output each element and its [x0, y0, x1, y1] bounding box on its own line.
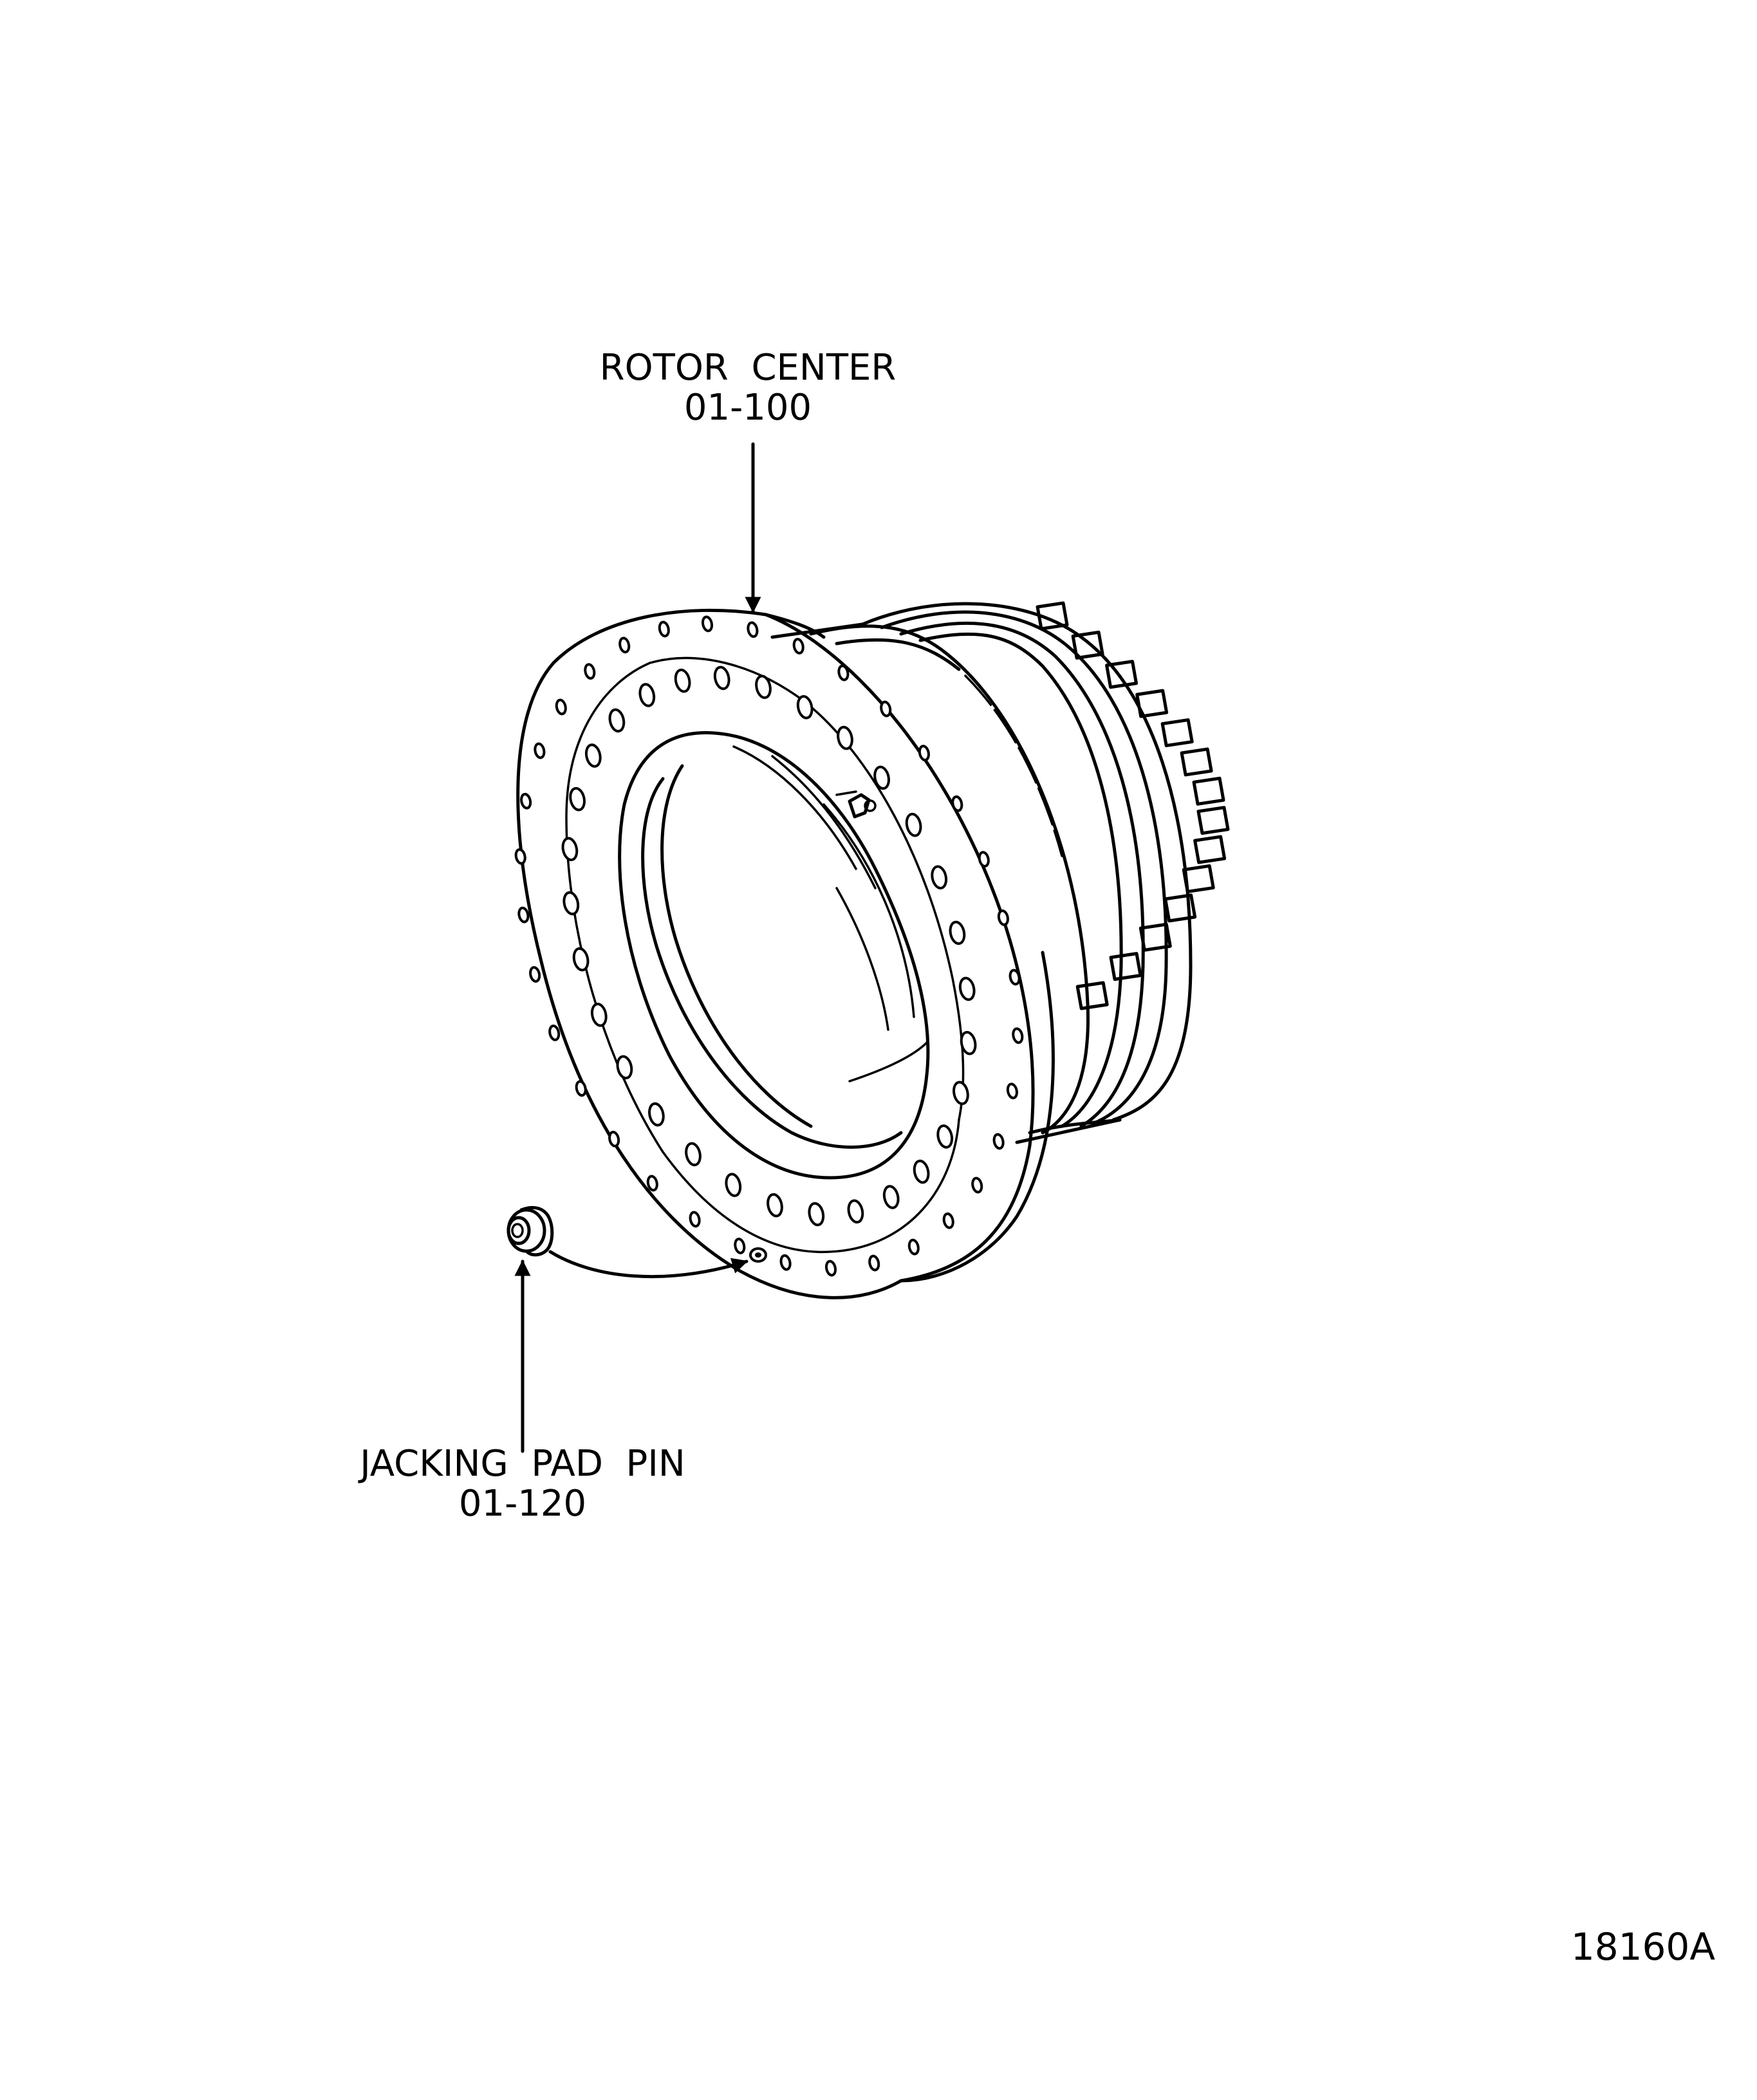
bolt-hole: [868, 1254, 880, 1272]
bolt-hole: [808, 1202, 825, 1227]
bolt-hole: [701, 615, 714, 633]
bolt-hole: [958, 976, 976, 1001]
bolt-hole: [561, 837, 579, 862]
bolt-hole: [755, 674, 772, 700]
bolt-hole: [646, 1175, 658, 1192]
bolt-hole: [616, 1055, 633, 1080]
bolt-hole: [685, 1142, 702, 1167]
jacking-pad-pin: [507, 1205, 554, 1257]
bolt-hole: [514, 848, 526, 865]
bolt-hole: [648, 1102, 665, 1127]
bolt-hole: [992, 1133, 1005, 1150]
rotor-teeth: [1036, 601, 1230, 1010]
rotor-body: [770, 601, 1230, 1144]
bolt-hole: [713, 665, 730, 691]
bolt-hole: [880, 700, 892, 718]
bolt-hole: [689, 1211, 701, 1228]
jacking-pad-pin-part-number: 01-120: [459, 1483, 586, 1525]
bolt-hole: [779, 1254, 792, 1271]
rotor-tooth: [1036, 601, 1069, 631]
bolt-hole: [824, 1259, 837, 1277]
rotor-tooth: [1196, 806, 1230, 835]
bolt-hole: [1009, 969, 1021, 986]
bolt-hole: [936, 1124, 954, 1149]
bolt-hole: [873, 765, 890, 790]
jacking-pad-pin-label: JACKING PAD PIN: [358, 1443, 685, 1485]
rotor-tooth: [1105, 660, 1139, 689]
bolt-hole: [792, 638, 804, 655]
rotor-tooth: [1180, 747, 1213, 777]
bolt-hole: [997, 909, 1009, 926]
rotor-tooth: [1075, 981, 1109, 1010]
rotor-tooth: [1193, 835, 1227, 864]
bolt-hole: [572, 947, 590, 972]
bolt-hole: [913, 1159, 930, 1184]
bolt-hole: [658, 620, 670, 638]
bolt-hole: [555, 698, 567, 716]
bolt-hole: [847, 1199, 864, 1224]
bolt-hole: [882, 1185, 900, 1209]
bolt-hole: [747, 621, 759, 638]
rotor-center-part-number: 01-100: [684, 387, 812, 429]
bolt-hole: [618, 637, 631, 654]
bolt-hole: [608, 1131, 620, 1148]
bolt-hole: [960, 1030, 977, 1055]
bolt-hole: [562, 891, 580, 916]
bolt-hole: [584, 743, 602, 768]
bolt-hole: [590, 1003, 608, 1027]
bolt-hole: [905, 812, 922, 837]
bolt-hole: [837, 664, 850, 682]
rotor-tooth: [1192, 776, 1225, 806]
rotor-tooth: [1160, 718, 1194, 748]
bolt-hole: [951, 795, 963, 812]
rotor-tooth: [1109, 952, 1142, 981]
bolt-hole: [1006, 1083, 1018, 1100]
bolt-hole: [767, 1193, 783, 1218]
bolt-hole: [674, 668, 691, 693]
bolt-hole: [942, 1212, 954, 1229]
bolt-hole: [529, 966, 541, 983]
flange-bolt-holes: [514, 615, 1024, 1277]
bolt-hole: [638, 683, 656, 707]
bolt-hole: [608, 708, 626, 733]
jacking-pin-hole: [749, 1247, 767, 1263]
rotor-flange: [514, 608, 1055, 1299]
bolt-hole: [548, 1025, 561, 1041]
rotor-center-label: ROTOR CENTER: [600, 347, 897, 389]
bolt-hole: [520, 792, 532, 810]
bolt-hole: [534, 742, 546, 759]
bolt-hole: [949, 920, 966, 945]
figure-number: 18160A: [1571, 1925, 1716, 1969]
bolt-hole: [918, 745, 930, 761]
bore-fitting: [835, 790, 877, 819]
bolt-hole: [931, 865, 948, 889]
bolt-hole: [725, 1173, 742, 1197]
rotor-tooth: [1164, 893, 1197, 923]
jacking-pin-install-arrow: [548, 1250, 748, 1278]
bolt-hole: [978, 851, 990, 868]
bolt-hole: [584, 663, 596, 680]
bolt-hole: [907, 1238, 920, 1256]
bolt-hole: [734, 1238, 746, 1254]
bolt-hole: [1012, 1027, 1024, 1045]
bolt-hole: [796, 695, 813, 720]
bolt-hole: [953, 1081, 969, 1106]
bolt-hole: [575, 1080, 587, 1097]
bolt-hole: [837, 725, 853, 750]
bolt-hole: [517, 906, 530, 924]
bolt-hole: [971, 1176, 983, 1194]
bolt-hole: [569, 786, 586, 812]
